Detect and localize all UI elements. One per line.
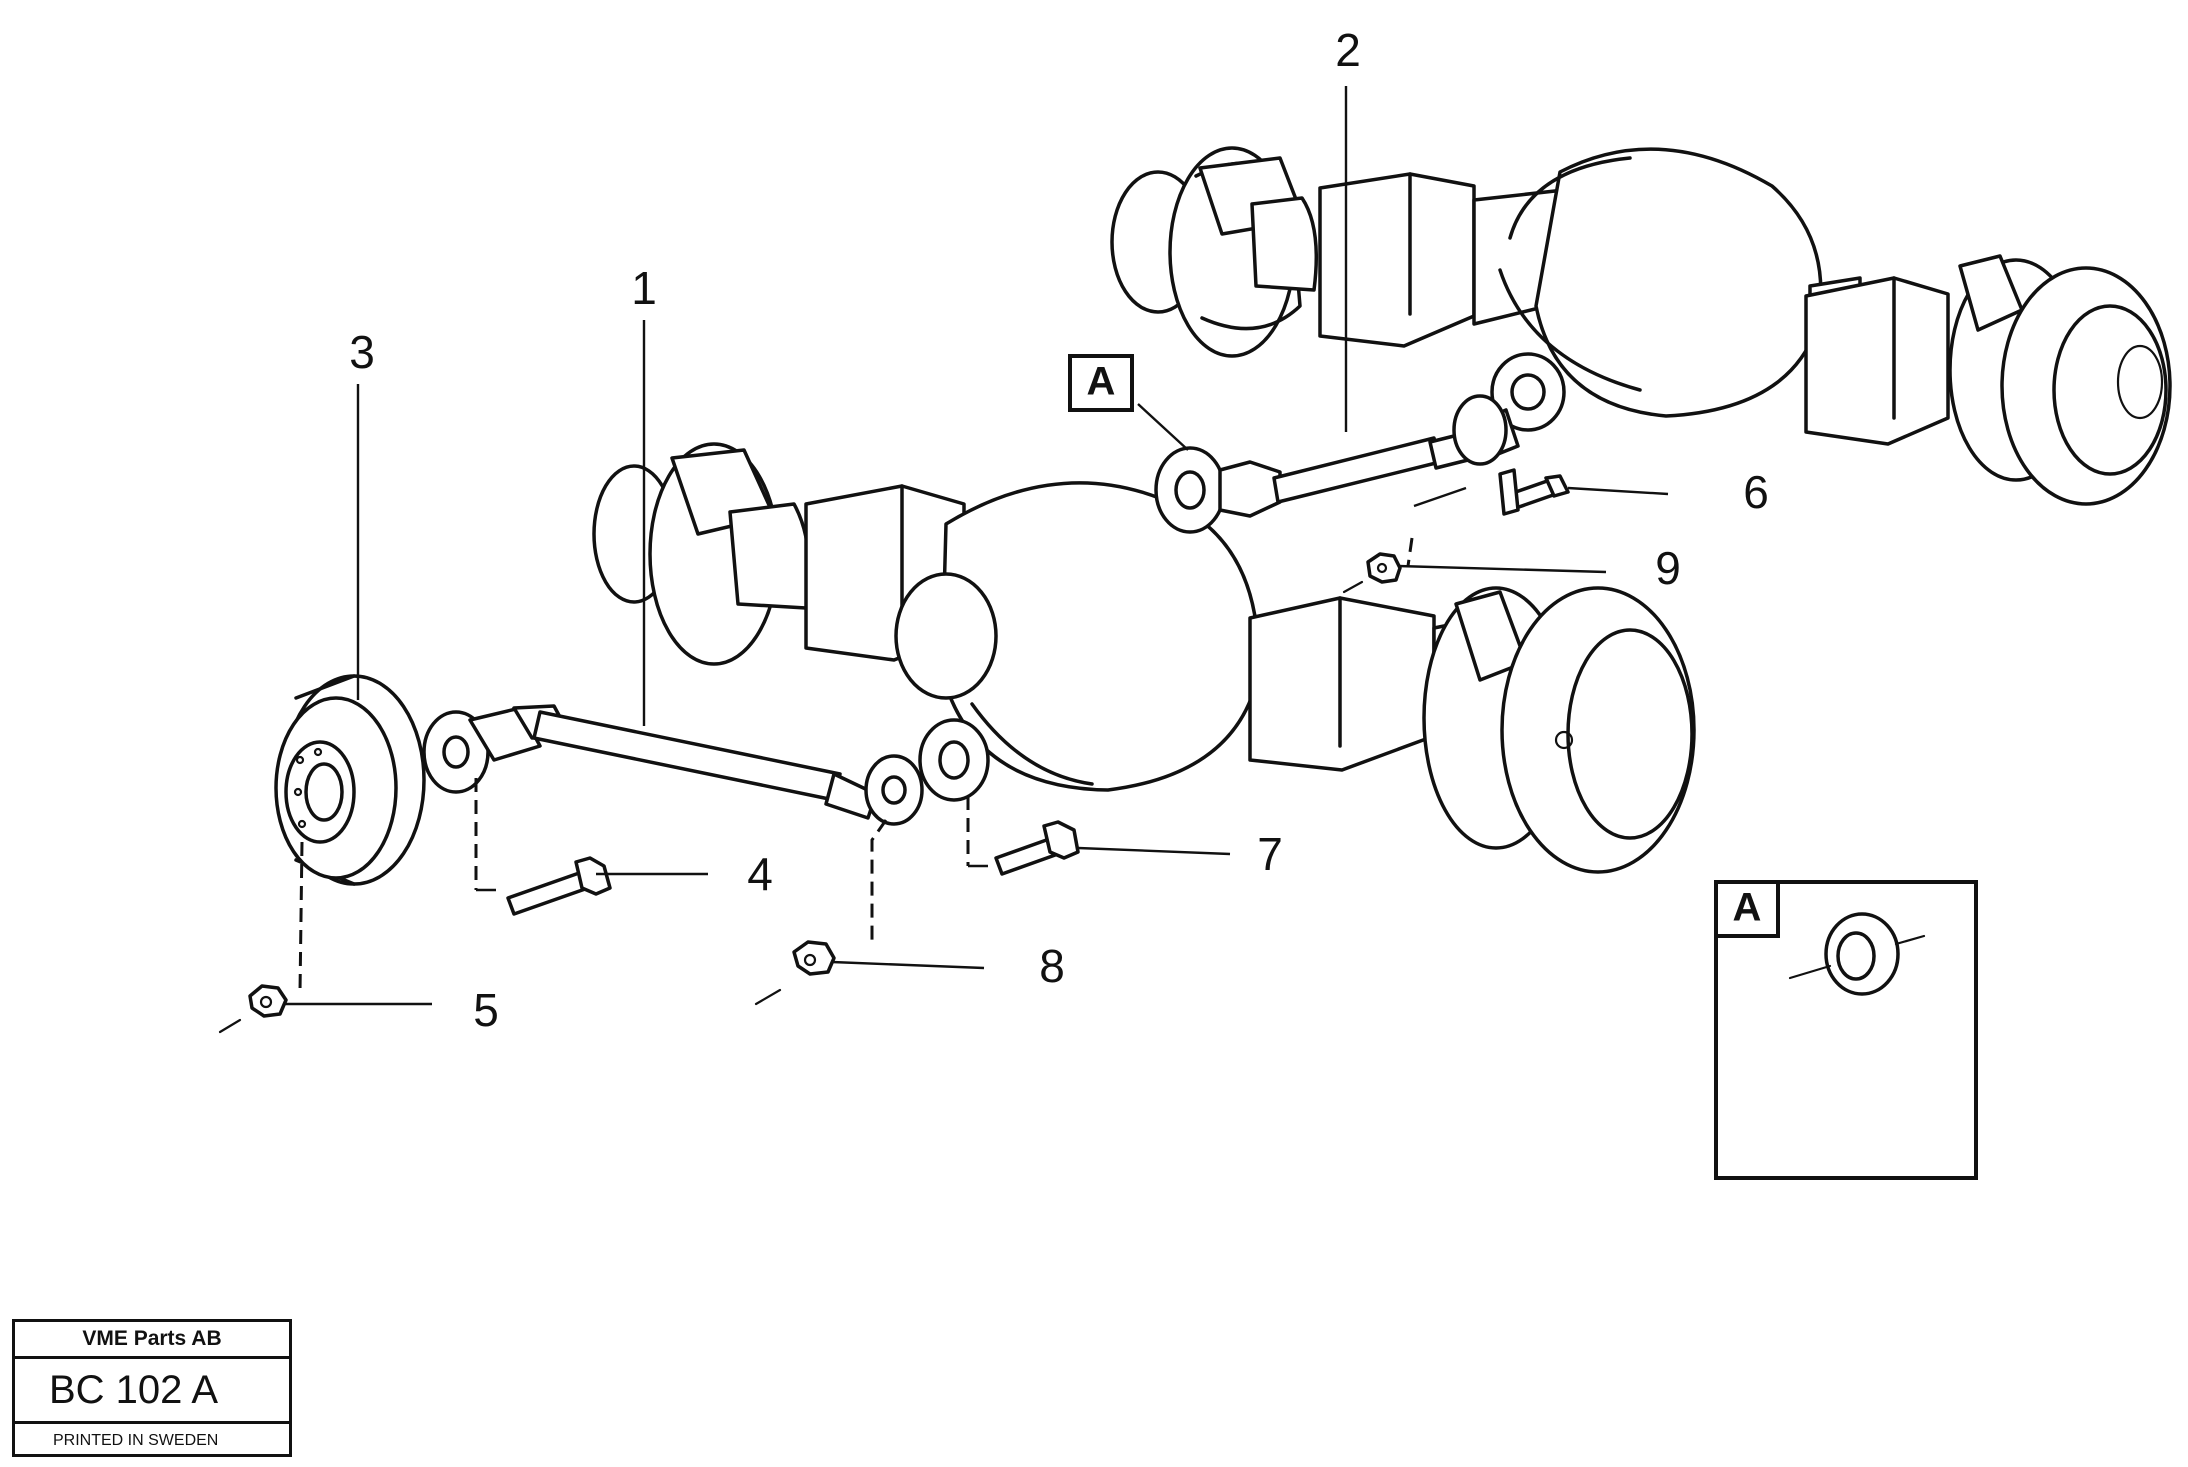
callout-9: 9 xyxy=(1655,542,1681,594)
nut-9 xyxy=(1366,552,1402,584)
printed-note: PRINTED IN SWEDEN xyxy=(53,1432,219,1449)
washer-10 xyxy=(1824,912,1900,996)
callout-6: 6 xyxy=(1743,466,1769,518)
brake-drum xyxy=(274,674,426,886)
company-name: VME Parts AB xyxy=(15,1322,289,1359)
callout-7: 7 xyxy=(1257,828,1283,880)
propeller-shaft-rear xyxy=(1154,394,1520,534)
bolt-6 xyxy=(1498,468,1570,516)
bolt-4 xyxy=(506,856,612,916)
center-lines xyxy=(218,580,1364,1034)
callout-4: 4 xyxy=(747,848,773,900)
callout-1: 1 xyxy=(631,262,657,314)
drawing-code: BC 102 A xyxy=(15,1359,289,1424)
propeller-shaft-front xyxy=(422,704,924,826)
assembly-lines xyxy=(298,486,1467,993)
rear-axle-assembly xyxy=(1110,146,2172,506)
callout-2: 2 xyxy=(1335,24,1361,76)
nut-5 xyxy=(248,984,288,1018)
nut-8 xyxy=(792,940,836,976)
callout-8: 8 xyxy=(1039,940,1065,992)
title-block: VME Parts AB BC 102 A PRINTED IN SWEDEN xyxy=(12,1319,292,1457)
callout-3: 3 xyxy=(349,326,375,378)
bolt-7 xyxy=(994,820,1080,876)
front-axle-assembly xyxy=(592,442,1696,874)
detail-box-a: A xyxy=(1714,880,1978,1180)
detail-box-letter: A xyxy=(1733,886,1762,930)
detail-ref-marker: A xyxy=(1068,354,1134,412)
callout-5: 5 xyxy=(473,984,499,1036)
detail-ref-letter: A xyxy=(1087,360,1116,404)
